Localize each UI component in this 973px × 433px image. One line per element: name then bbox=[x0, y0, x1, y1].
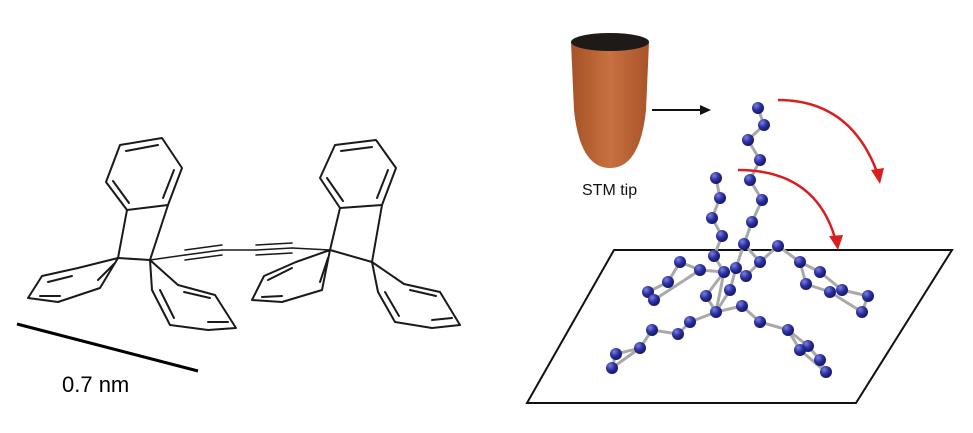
left-top-benzene-ring bbox=[105, 137, 183, 211]
left-lower-right-ring bbox=[149, 259, 237, 331]
model-atom bbox=[824, 286, 836, 298]
model-atom bbox=[694, 264, 706, 276]
model-atom bbox=[718, 266, 730, 278]
model-atom bbox=[736, 300, 748, 312]
stm-tip-label: STM tip bbox=[582, 182, 637, 199]
model-atom bbox=[772, 240, 784, 252]
right-lower-right-ring bbox=[371, 261, 461, 329]
model-atom bbox=[716, 230, 728, 242]
model-atom bbox=[836, 284, 848, 296]
model-atom bbox=[782, 324, 794, 336]
surface-plane bbox=[525, 249, 954, 404]
model-atom bbox=[814, 354, 826, 366]
model-atom bbox=[672, 328, 684, 340]
model-atom bbox=[746, 216, 758, 228]
left-lower-left-ring bbox=[27, 257, 119, 303]
model-atom bbox=[814, 266, 826, 278]
model-atom bbox=[758, 119, 770, 131]
model-bond bbox=[652, 268, 702, 302]
model-atom bbox=[754, 316, 766, 328]
model-atom bbox=[756, 194, 768, 206]
model-bond bbox=[828, 290, 864, 314]
model-bond bbox=[714, 270, 726, 314]
model-atom bbox=[800, 278, 812, 290]
model-atom bbox=[794, 344, 806, 356]
model-atom bbox=[820, 366, 832, 378]
model-atom bbox=[754, 256, 766, 268]
model-atom bbox=[606, 362, 618, 374]
model-atom bbox=[710, 306, 722, 318]
model-atom bbox=[744, 174, 756, 186]
right-lower-left-ring bbox=[251, 249, 331, 303]
model-atom bbox=[740, 270, 752, 282]
model-atom bbox=[662, 276, 674, 288]
model-atom bbox=[794, 256, 806, 268]
right-top-benzene-ring bbox=[319, 139, 397, 209]
model-atom bbox=[674, 256, 686, 268]
model-atom bbox=[752, 102, 764, 114]
scale-bar-label: 0.7 nm bbox=[62, 372, 129, 397]
model-atom bbox=[684, 316, 696, 328]
model-atom bbox=[738, 238, 750, 250]
diacetylene-linker bbox=[149, 242, 331, 261]
model-atom bbox=[730, 262, 742, 274]
model-atom bbox=[710, 172, 722, 184]
stm-tip-icon bbox=[571, 33, 649, 168]
model-atom bbox=[634, 342, 646, 354]
model-atom bbox=[742, 134, 754, 146]
model-atom bbox=[646, 324, 658, 336]
model-atom bbox=[754, 154, 766, 166]
model-atom bbox=[862, 290, 874, 302]
model-atom bbox=[708, 250, 720, 262]
tip-direction-arrow bbox=[652, 105, 711, 115]
model-atom bbox=[706, 212, 718, 224]
model-atom bbox=[714, 192, 726, 204]
model-atom bbox=[610, 348, 622, 360]
model-atom bbox=[700, 290, 712, 302]
model-atom bbox=[856, 306, 868, 318]
bis-triptycene-molecule-icon bbox=[27, 137, 461, 331]
model-atom bbox=[724, 284, 736, 296]
scale-bar bbox=[16, 322, 199, 373]
model-atom bbox=[648, 294, 660, 306]
rotation-arrow-outer bbox=[777, 98, 884, 184]
rotation-arrow-inner bbox=[737, 168, 843, 250]
ball-and-stick-model-icon bbox=[606, 102, 874, 378]
